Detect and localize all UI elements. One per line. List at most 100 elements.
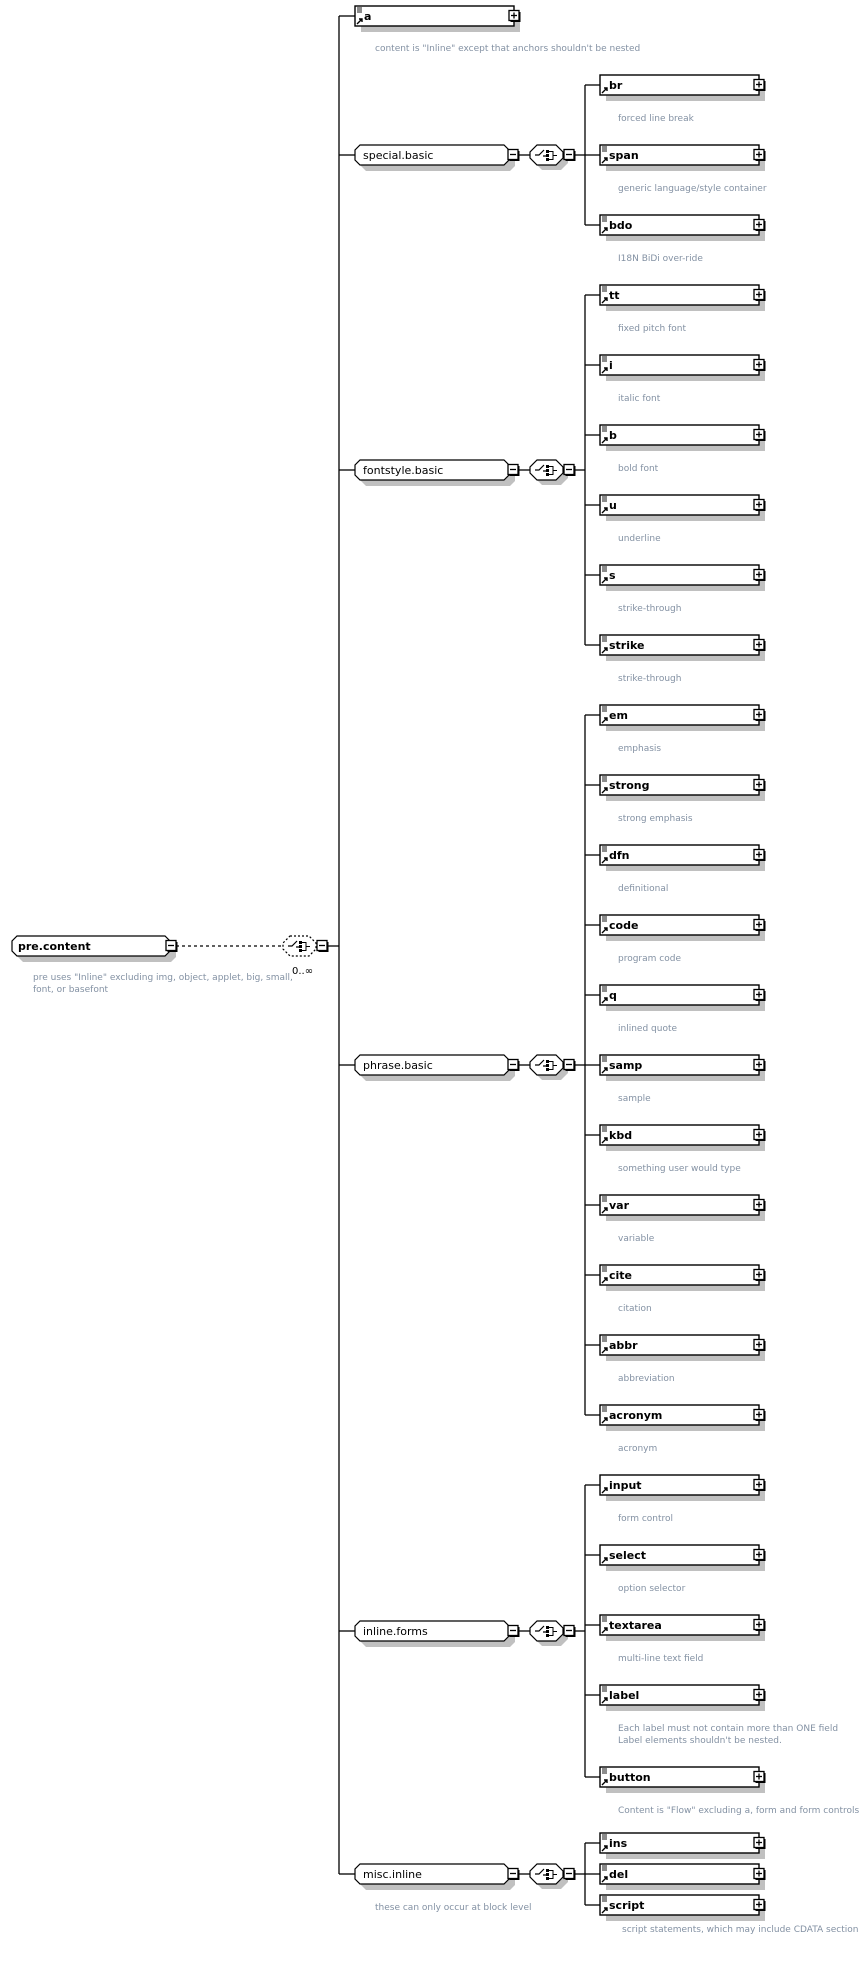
expand-button[interactable] — [753, 778, 766, 792]
expand-button[interactable] — [753, 1867, 766, 1881]
expand-button[interactable] — [753, 638, 766, 652]
collapse-button[interactable] — [507, 1624, 520, 1638]
expand-button[interactable] — [753, 288, 766, 302]
expand-button[interactable] — [753, 428, 766, 442]
collapse-button[interactable] — [563, 1867, 576, 1881]
root-element[interactable]: pre.content — [11, 935, 178, 962]
attributes-icon — [602, 146, 607, 152]
expand-button[interactable] — [753, 988, 766, 1002]
description: something user would type — [618, 1164, 741, 1174]
element-i[interactable]: i — [599, 354, 766, 381]
group-misc-inline[interactable]: misc.inline — [354, 1863, 520, 1890]
group-inline-forms[interactable]: inline.forms — [354, 1620, 520, 1647]
expand-button[interactable] — [508, 9, 521, 23]
expand-button[interactable] — [753, 1478, 766, 1492]
group-phrase-basic[interactable]: phrase.basic — [354, 1054, 520, 1081]
element-u[interactable]: u — [599, 494, 766, 521]
expand-button[interactable] — [753, 218, 766, 232]
description: citation — [618, 1304, 652, 1314]
collapse-button[interactable] — [316, 939, 329, 953]
element-label[interactable]: label — [599, 1684, 766, 1711]
element-ins[interactable]: ins — [599, 1832, 766, 1859]
collapse-button[interactable] — [563, 463, 576, 477]
element-strong[interactable]: strong — [599, 774, 766, 801]
element-name: textarea — [609, 1619, 662, 1632]
element-name: s — [609, 569, 616, 582]
collapse-button[interactable] — [563, 148, 576, 162]
expand-button[interactable] — [753, 568, 766, 582]
group-special-basic[interactable]: special.basic — [354, 144, 520, 171]
expand-button[interactable] — [753, 1408, 766, 1422]
description: generic language/style container — [618, 184, 767, 194]
expand-button[interactable] — [753, 848, 766, 862]
expand-button[interactable] — [753, 1836, 766, 1850]
expand-button[interactable] — [753, 1338, 766, 1352]
element-button[interactable]: button — [599, 1766, 766, 1793]
root-choice-compositor[interactable] — [282, 935, 329, 957]
choice-compositor[interactable] — [529, 1054, 576, 1080]
element-textarea[interactable]: textarea — [599, 1614, 766, 1641]
reference-arrow-icon — [601, 1487, 608, 1494]
group-fontstyle-basic[interactable]: fontstyle.basic — [354, 459, 520, 486]
expand-button[interactable] — [753, 708, 766, 722]
element-s[interactable]: s — [599, 564, 766, 591]
expand-button[interactable] — [753, 1058, 766, 1072]
element-var[interactable]: var — [599, 1194, 766, 1221]
group-name: fontstyle.basic — [363, 464, 443, 477]
attributes-icon — [602, 706, 607, 712]
element-cite[interactable]: cite — [599, 1264, 766, 1291]
element-q[interactable]: q — [599, 984, 766, 1011]
element-br[interactable]: br — [599, 74, 766, 101]
description: Label elements shouldn't be nested. — [618, 1736, 782, 1746]
collapse-button[interactable] — [165, 939, 178, 953]
element-select[interactable]: select — [599, 1544, 766, 1571]
collapse-button[interactable] — [563, 1624, 576, 1638]
element-tt[interactable]: tt — [599, 284, 766, 311]
attributes-icon — [602, 286, 607, 292]
choice-compositor[interactable] — [529, 1863, 576, 1889]
element-kbd[interactable]: kbd — [599, 1124, 766, 1151]
collapse-button[interactable] — [507, 1867, 520, 1881]
collapse-button[interactable] — [507, 463, 520, 477]
choice-compositor[interactable] — [529, 1620, 576, 1646]
expand-button[interactable] — [753, 1618, 766, 1632]
element-name: samp — [609, 1059, 642, 1072]
attributes-icon — [602, 1196, 607, 1202]
element-a[interactable]: a — [354, 5, 521, 32]
element-script[interactable]: script — [599, 1894, 766, 1921]
choice-compositor[interactable] — [529, 459, 576, 485]
element-strike[interactable]: strike — [599, 634, 766, 661]
expand-button[interactable] — [753, 358, 766, 372]
expand-button[interactable] — [753, 1128, 766, 1142]
expand-button[interactable] — [753, 1898, 766, 1912]
expand-button[interactable] — [753, 498, 766, 512]
expand-button[interactable] — [753, 148, 766, 162]
element-abbr[interactable]: abbr — [599, 1334, 766, 1361]
reference-arrow-icon — [601, 1277, 608, 1284]
element-acronym[interactable]: acronym — [599, 1404, 766, 1431]
attributes-icon — [602, 1834, 607, 1840]
attributes-icon — [602, 636, 607, 642]
collapse-button[interactable] — [507, 1058, 520, 1072]
element-bdo[interactable]: bdo — [599, 214, 766, 241]
element-samp[interactable]: samp — [599, 1054, 766, 1081]
collapse-button[interactable] — [507, 148, 520, 162]
element-name: tt — [609, 289, 620, 302]
expand-button[interactable] — [753, 1770, 766, 1784]
expand-button[interactable] — [753, 1548, 766, 1562]
choice-compositor[interactable] — [529, 144, 576, 170]
expand-button[interactable] — [753, 1268, 766, 1282]
expand-button[interactable] — [753, 1198, 766, 1212]
collapse-button[interactable] — [563, 1058, 576, 1072]
element-b[interactable]: b — [599, 424, 766, 451]
element-span[interactable]: span — [599, 144, 766, 171]
expand-button[interactable] — [753, 918, 766, 932]
element-input[interactable]: input — [599, 1474, 766, 1501]
group-name: phrase.basic — [363, 1059, 433, 1072]
element-code[interactable]: code — [599, 914, 766, 941]
expand-button[interactable] — [753, 1688, 766, 1702]
element-em[interactable]: em — [599, 704, 766, 731]
element-dfn[interactable]: dfn — [599, 844, 766, 871]
expand-button[interactable] — [753, 78, 766, 92]
element-del[interactable]: del — [599, 1863, 766, 1890]
